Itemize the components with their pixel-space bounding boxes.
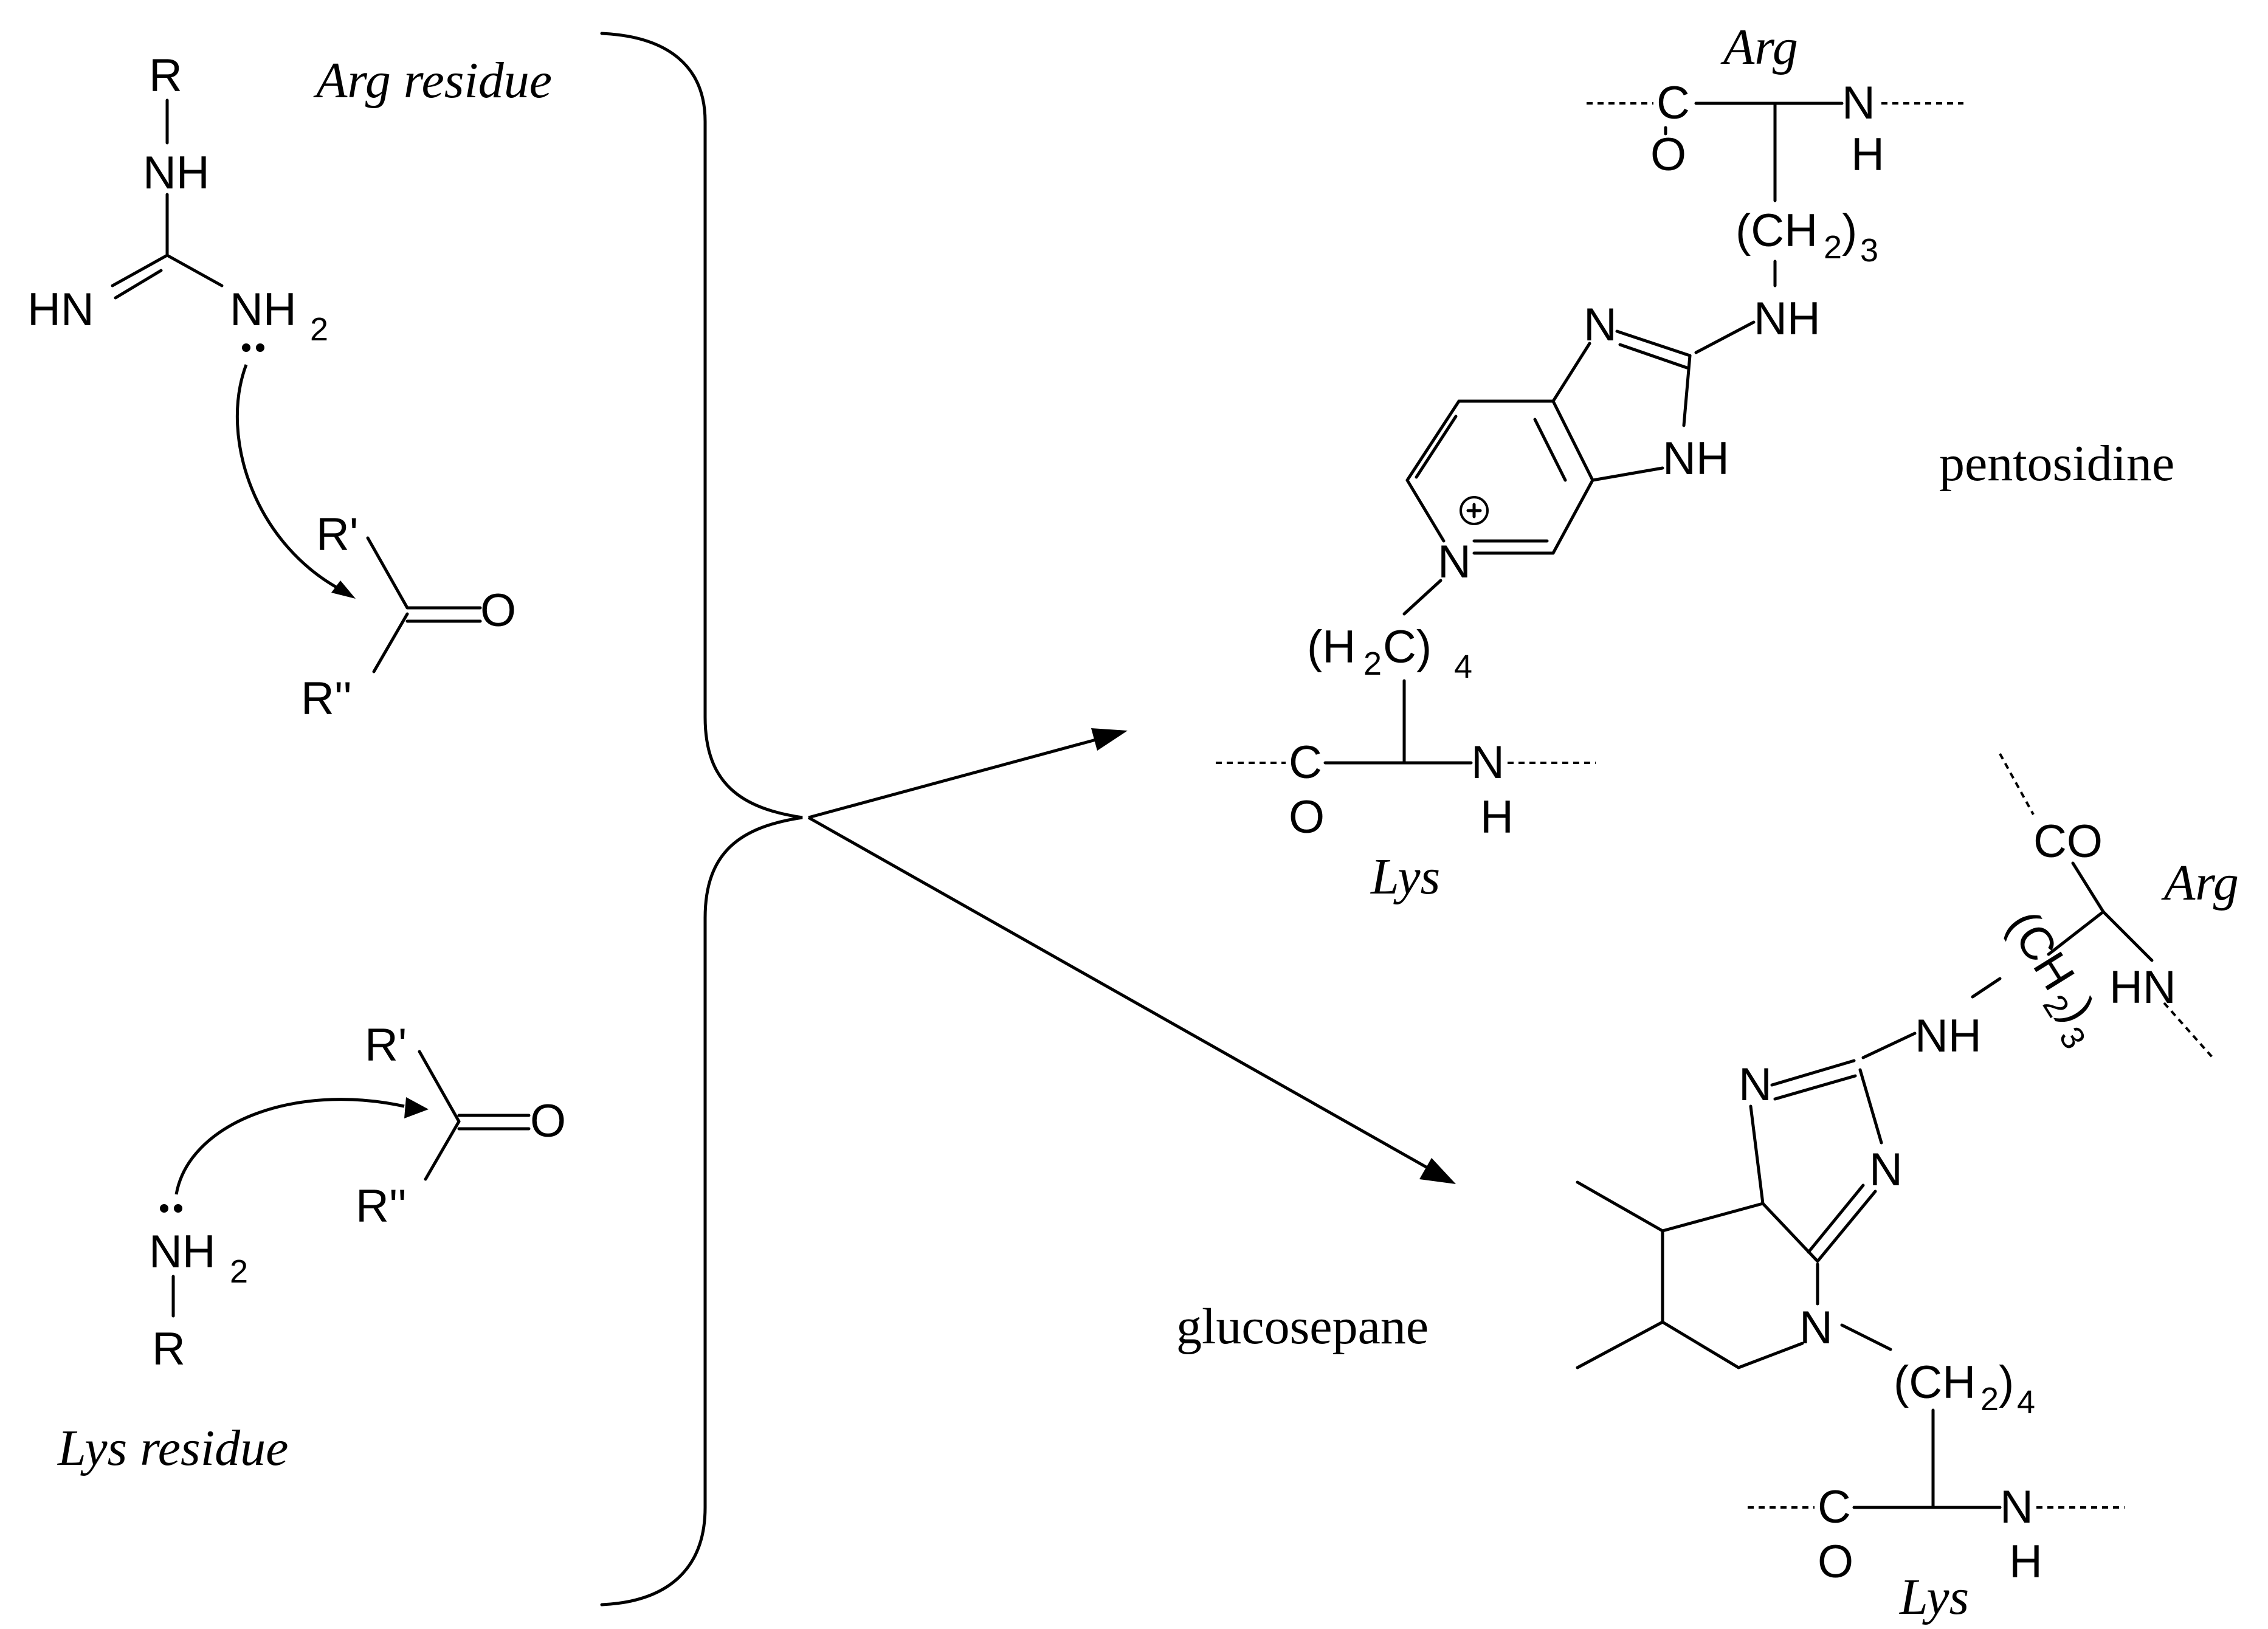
ch2-chain: (CH bbox=[1997, 902, 2085, 999]
atom-hn: HN bbox=[27, 284, 94, 336]
nucleophilic-attack-arrow-lys bbox=[174, 1098, 405, 1195]
atom-o: O bbox=[480, 585, 516, 636]
svg-text:C): C) bbox=[1383, 621, 1432, 673]
arg-label: Arg bbox=[1720, 19, 1798, 75]
atom-r: R bbox=[149, 50, 182, 102]
atom-h: H bbox=[1480, 791, 1514, 843]
atom-nh: NH bbox=[1754, 293, 1821, 345]
atom-r-prime: R' bbox=[316, 509, 358, 560]
atom-n-plus: N bbox=[1438, 536, 1471, 588]
positive-charge-icon bbox=[1460, 496, 1489, 525]
pentosidine-structure: Arg C O N H (CH 2 ) 3 NH N NH N bbox=[1216, 19, 1963, 905]
glucosepane-structure: CO Arg HN (CH 2 ) 3 NH N N N bbox=[1576, 753, 2239, 1625]
svg-text:4: 4 bbox=[2017, 1384, 2035, 1421]
svg-text:2: 2 bbox=[230, 1253, 248, 1290]
atom-o: O bbox=[1289, 791, 1325, 843]
lys-label: Lys bbox=[1899, 1569, 1969, 1625]
atom-c: C bbox=[1289, 737, 1322, 788]
arrow-to-pentosidine bbox=[808, 737, 1101, 819]
atom-nh: NH bbox=[1915, 1010, 1982, 1062]
atom-nh: NH bbox=[143, 147, 210, 199]
lys-residue-label: Lys residue bbox=[57, 1420, 288, 1476]
glucosepane-label: glucosepane bbox=[1176, 1298, 1429, 1355]
atom-nh: NH bbox=[1663, 433, 1729, 484]
atom-c: C bbox=[1656, 77, 1690, 129]
lys-amine-group: NH 2 R bbox=[149, 1097, 429, 1375]
atom-nh2: NH bbox=[230, 284, 297, 336]
arg-carbonyl: R' O R'' bbox=[301, 509, 516, 725]
atom-r-dprime: R'' bbox=[301, 673, 352, 725]
atom-nh2: NH bbox=[149, 1226, 216, 1278]
arrow-to-glucosepane bbox=[807, 816, 1433, 1172]
atom-n: N bbox=[2000, 1481, 2033, 1533]
arg-guanidine-group: R NH HN NH 2 bbox=[27, 50, 356, 599]
atom-n: N bbox=[1842, 77, 1875, 129]
lys-label: Lys bbox=[1370, 849, 1440, 905]
atom-o: O bbox=[1818, 1536, 1853, 1588]
svg-text:2: 2 bbox=[1824, 229, 1842, 266]
atom-co: CO bbox=[2033, 816, 2103, 867]
svg-text:2: 2 bbox=[1363, 646, 1382, 682]
svg-text:2: 2 bbox=[1980, 1381, 1999, 1417]
atom-n: N bbox=[1869, 1144, 1903, 1196]
svg-text:3: 3 bbox=[1860, 232, 1878, 269]
atom-r-prime: R' bbox=[365, 1019, 407, 1071]
lys-carbonyl: R' O R'' bbox=[356, 1019, 566, 1232]
atom-c: C bbox=[1818, 1481, 1851, 1533]
atom-n: N bbox=[1739, 1059, 1772, 1111]
atom-r-dprime: R'' bbox=[356, 1180, 407, 1232]
arg-label: Arg bbox=[2161, 855, 2239, 911]
atom-n: N bbox=[1471, 737, 1505, 788]
atom-h: H bbox=[2009, 1536, 2042, 1588]
arg-residue-label: Arg residue bbox=[313, 52, 552, 109]
svg-text:4: 4 bbox=[1454, 649, 1472, 685]
atom-o: O bbox=[1650, 129, 1686, 181]
atom-h: H bbox=[1851, 129, 1884, 181]
svg-text:): ) bbox=[1999, 1357, 2014, 1408]
nucleophilic-attack-arrow-arg bbox=[235, 364, 348, 594]
h2c-chain: (H bbox=[1307, 621, 1356, 673]
pentosidine-label: pentosidine bbox=[1939, 435, 2174, 492]
svg-text:): ) bbox=[1842, 205, 1857, 257]
atom-r: R bbox=[152, 1323, 185, 1375]
atom-n: N bbox=[1799, 1302, 1833, 1354]
atom-o: O bbox=[530, 1095, 566, 1147]
svg-text:2: 2 bbox=[310, 311, 328, 348]
ch2-chain: (CH bbox=[1894, 1357, 1976, 1408]
combining-brace bbox=[600, 32, 803, 1607]
ch2-chain: (CH bbox=[1735, 205, 1818, 257]
